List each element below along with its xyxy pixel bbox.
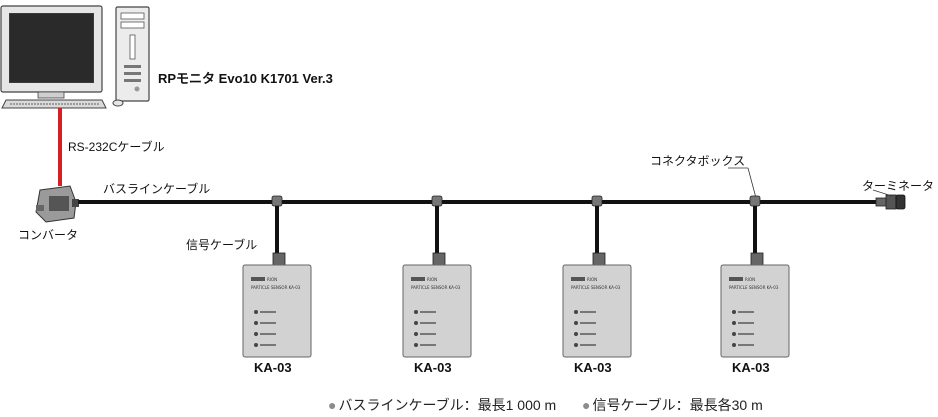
sensor-model-label: KA-03 <box>732 360 770 375</box>
rs232c-cable-line <box>58 108 62 186</box>
sensor-brand: RION <box>427 277 437 282</box>
bus-line-cable-line <box>78 200 878 204</box>
connector-box <box>431 195 443 253</box>
note-text: バスラインケーブル：最長1 000 m <box>338 397 557 413</box>
terminator-label: ターミネータ <box>862 179 935 193</box>
keyboard <box>1 99 107 109</box>
sensor-model-label: KA-03 <box>574 360 612 375</box>
monitor-software-label: RPモニタ Evo10 K1701 Ver.3 <box>158 71 333 86</box>
connector-box-label: コネクタボックス <box>650 154 746 168</box>
converter-label: コンバータ <box>18 228 79 242</box>
note-bullet-icon: ● <box>328 397 337 413</box>
terminator-leader <box>872 189 893 197</box>
particle-sensor-unit: RION PARTICLE SENSOR KA-03 <box>402 252 472 358</box>
sensor-panel-title: PARTICLE SENSOR KA-03 <box>251 285 301 290</box>
connector-box <box>749 195 761 253</box>
sensor-model-label: KA-03 <box>414 360 452 375</box>
sensor-brand: RION <box>587 277 597 282</box>
bus-line-cable-label: バスラインケーブル <box>103 182 211 196</box>
signal-cable-length-note: ●信号ケーブル：最長各30 m <box>582 395 763 415</box>
connector-box-leader-diagonal <box>747 167 757 199</box>
sensor-panel-title: PARTICLE SENSOR KA-03 <box>729 285 779 290</box>
mouse <box>112 99 124 107</box>
converter-device <box>35 185 79 223</box>
sensor-brand: RION <box>267 277 277 282</box>
pc-monitor <box>0 5 103 99</box>
sensor-brand: RION <box>745 277 755 282</box>
bus-cable-length-note: ●バスラインケーブル：最長1 000 m <box>328 395 556 415</box>
note-text: 信号ケーブル：最長各30 m <box>592 397 763 413</box>
rs232c-cable-label: RS-232Cケーブル <box>68 140 165 154</box>
particle-sensor-unit: RION PARTICLE SENSOR KA-03 <box>242 252 312 358</box>
terminator-device <box>875 194 906 210</box>
connector-box <box>271 195 283 253</box>
particle-sensor-unit: RION PARTICLE SENSOR KA-03 <box>720 252 790 358</box>
connector-box <box>591 195 603 253</box>
note-bullet-icon: ● <box>582 397 591 413</box>
signal-cable-label: 信号ケーブル <box>186 238 258 252</box>
sensor-model-label: KA-03 <box>254 360 292 375</box>
pc-tower <box>115 6 150 102</box>
sensor-panel-title: PARTICLE SENSOR KA-03 <box>411 285 461 290</box>
particle-sensor-unit: RION PARTICLE SENSOR KA-03 <box>562 252 632 358</box>
sensor-panel-title: PARTICLE SENSOR KA-03 <box>571 285 621 290</box>
